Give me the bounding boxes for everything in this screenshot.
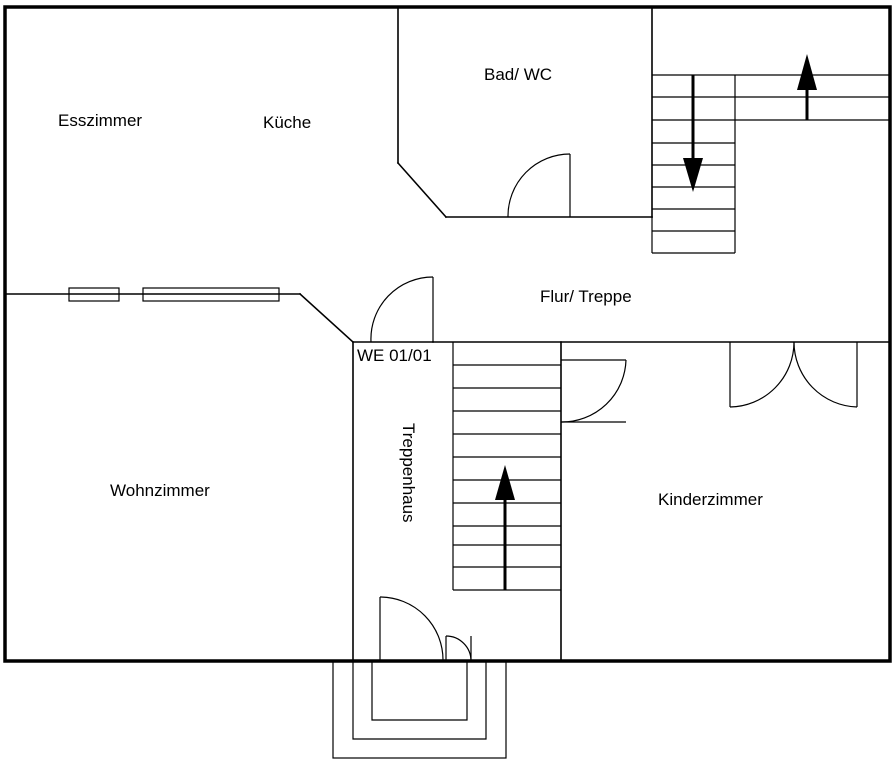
unit-label: WE 01/01	[357, 346, 432, 365]
room-label-kueche: Küche	[263, 113, 311, 132]
main-staircase	[452, 342, 561, 591]
room-label-esszimmer: Esszimmer	[58, 111, 142, 130]
living-dining-wall	[4, 287, 355, 344]
room-label-kinderzimmer: Kinderzimmer	[658, 490, 763, 509]
stairwell-door	[370, 276, 434, 343]
kinderzimmer-double-door	[729, 341, 858, 408]
room-label-treppenhaus: Treppenhaus	[399, 423, 418, 523]
stairwell-walls	[352, 341, 562, 662]
bath-door	[507, 153, 571, 218]
outer-wall	[3, 5, 892, 663]
stair-arrow-down	[683, 75, 703, 192]
stair-arrow-up-upper	[797, 54, 817, 120]
room-label-wohnzimmer: Wohnzimmer	[110, 481, 210, 500]
entrance-door	[379, 596, 472, 662]
stair-arrow-up	[495, 465, 515, 590]
room-label-bad-wc: Bad/ WC	[484, 65, 552, 84]
bath-wall	[396, 6, 653, 219]
entrance-steps	[332, 660, 507, 759]
kinderzimmer-door	[560, 359, 627, 423]
room-label-flur-treppe: Flur/ Treppe	[540, 287, 632, 306]
